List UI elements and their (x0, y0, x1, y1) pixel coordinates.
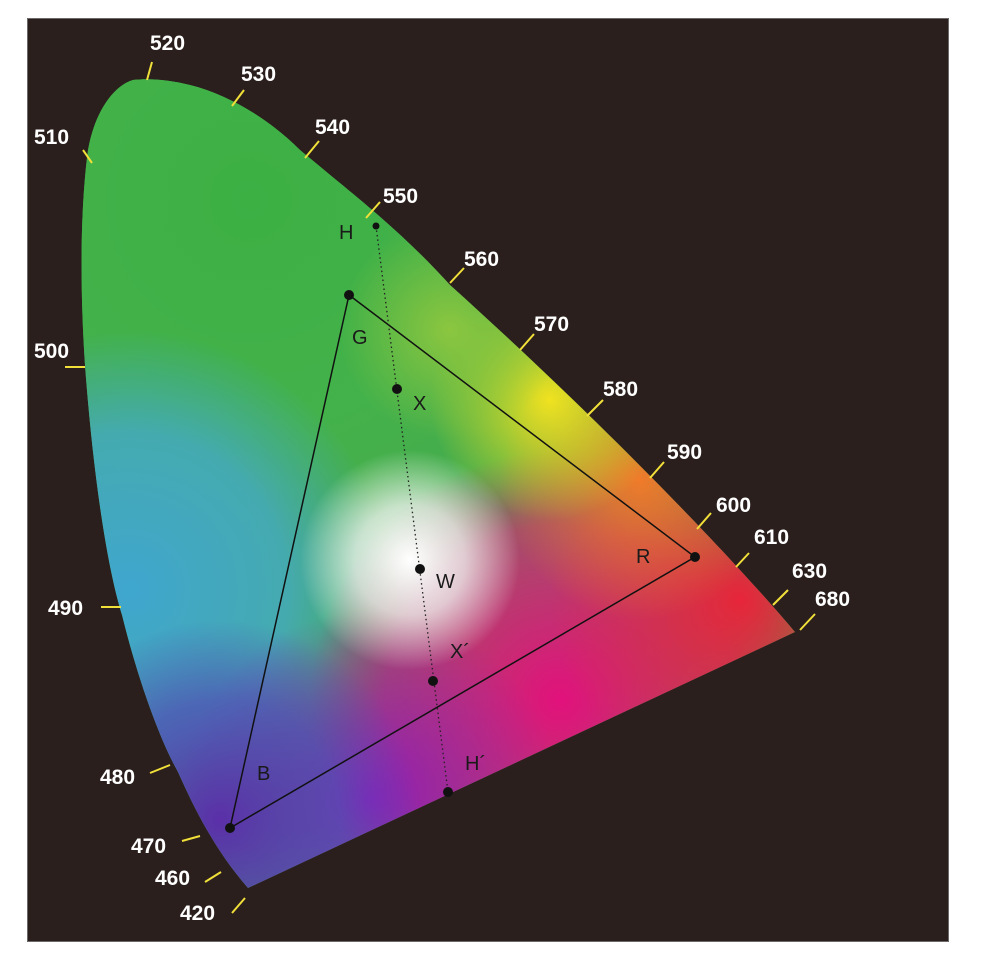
tick-600 (696, 512, 712, 530)
spectral-locus-color-field (81, 79, 795, 889)
wavelength-label-570: 570 (534, 313, 569, 336)
wavelength-label-610: 610 (754, 526, 789, 549)
gamut-triangle (228, 293, 697, 830)
wavelength-label-480: 480 (100, 766, 135, 789)
label-h: H (339, 222, 353, 244)
hue-line-dotted (375, 225, 449, 793)
wavelength-label-420: 420 (180, 902, 215, 925)
wavelength-labels: 520 530 510 540 550 560 570 500 580 590 … (34, 32, 850, 925)
point-w (415, 564, 425, 574)
tick-420 (231, 897, 246, 914)
point-h (372, 222, 380, 230)
tick-470 (181, 835, 201, 842)
tick-540 (304, 140, 320, 159)
tick-630 (772, 589, 789, 606)
wavelength-label-630: 630 (792, 560, 827, 583)
wavelength-label-470: 470 (131, 835, 166, 858)
wavelength-label-580: 580 (603, 378, 638, 401)
label-b: B (257, 763, 270, 785)
tick-570 (519, 333, 535, 351)
wavelength-label-460: 460 (155, 867, 190, 890)
wavelength-label-550: 550 (383, 185, 418, 208)
wavelength-ticks (65, 61, 816, 914)
label-h-prime: H´ (465, 753, 486, 775)
tick-480 (149, 764, 171, 774)
wavelength-label-500: 500 (34, 340, 69, 363)
tick-530 (231, 89, 245, 107)
point-g (344, 290, 354, 300)
point-labels: H G X W R X´ B H´ (257, 222, 650, 785)
point-x-prime (428, 676, 438, 686)
tick-590 (649, 461, 665, 479)
tick-610 (735, 552, 750, 568)
wavelength-label-490: 490 (48, 597, 83, 620)
tick-460 (204, 871, 222, 883)
wavelength-label-510: 510 (34, 126, 69, 149)
wavelength-label-530: 530 (241, 63, 276, 86)
wavelength-label-520: 520 (150, 32, 185, 55)
point-h-prime (443, 787, 453, 797)
points (225, 222, 700, 833)
tick-560 (449, 267, 465, 284)
tick-520 (146, 61, 153, 81)
tick-680 (799, 613, 816, 631)
tick-550 (365, 201, 381, 219)
label-x-prime: X´ (450, 641, 470, 663)
wavelength-label-600: 600 (716, 494, 751, 517)
point-b (225, 823, 235, 833)
wavelength-label-590: 590 (667, 441, 702, 464)
wavelength-label-680: 680 (815, 588, 850, 611)
wavelength-label-540: 540 (315, 116, 350, 139)
label-r: R (636, 546, 650, 568)
point-x (392, 384, 402, 394)
wavelength-label-560: 560 (464, 248, 499, 271)
point-r (690, 552, 700, 562)
label-x: X (413, 393, 426, 415)
label-g: G (352, 327, 368, 349)
tick-580 (586, 399, 604, 417)
label-w: W (436, 571, 455, 593)
tick-510 (82, 149, 93, 164)
